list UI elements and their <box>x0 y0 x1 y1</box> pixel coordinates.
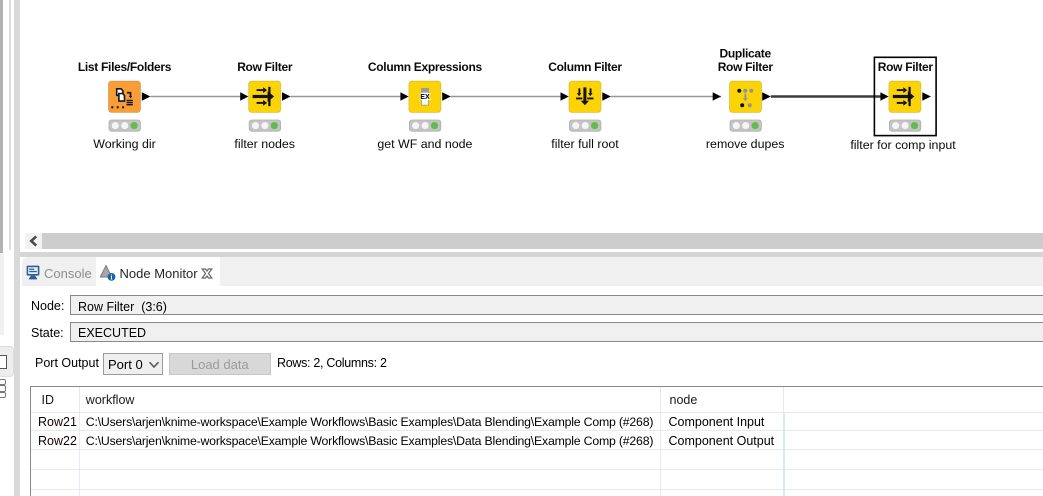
svg-text:Duplicate: Duplicate <box>720 47 772 61</box>
svg-text:Working dir: Working dir <box>93 137 155 151</box>
svg-text:Column Expressions: Column Expressions <box>368 60 483 74</box>
svg-text:EX: EX <box>420 92 430 101</box>
svg-text:remove dupes: remove dupes <box>706 137 785 151</box>
svg-text:i: i <box>110 273 112 281</box>
svg-text:filter nodes: filter nodes <box>234 137 295 151</box>
svg-text:Column Filter: Column Filter <box>548 60 622 74</box>
svg-text:Row Filter: Row Filter <box>237 60 293 74</box>
svg-text:List Files/Folders: List Files/Folders <box>78 60 172 74</box>
svg-text:get WF and node: get WF and node <box>377 137 472 151</box>
svg-text:filter for comp input: filter for comp input <box>850 138 956 152</box>
svg-text:Row Filter: Row Filter <box>878 60 934 74</box>
svg-text:Row Filter: Row Filter <box>718 60 774 74</box>
svg-text:filter full root: filter full root <box>551 137 619 151</box>
